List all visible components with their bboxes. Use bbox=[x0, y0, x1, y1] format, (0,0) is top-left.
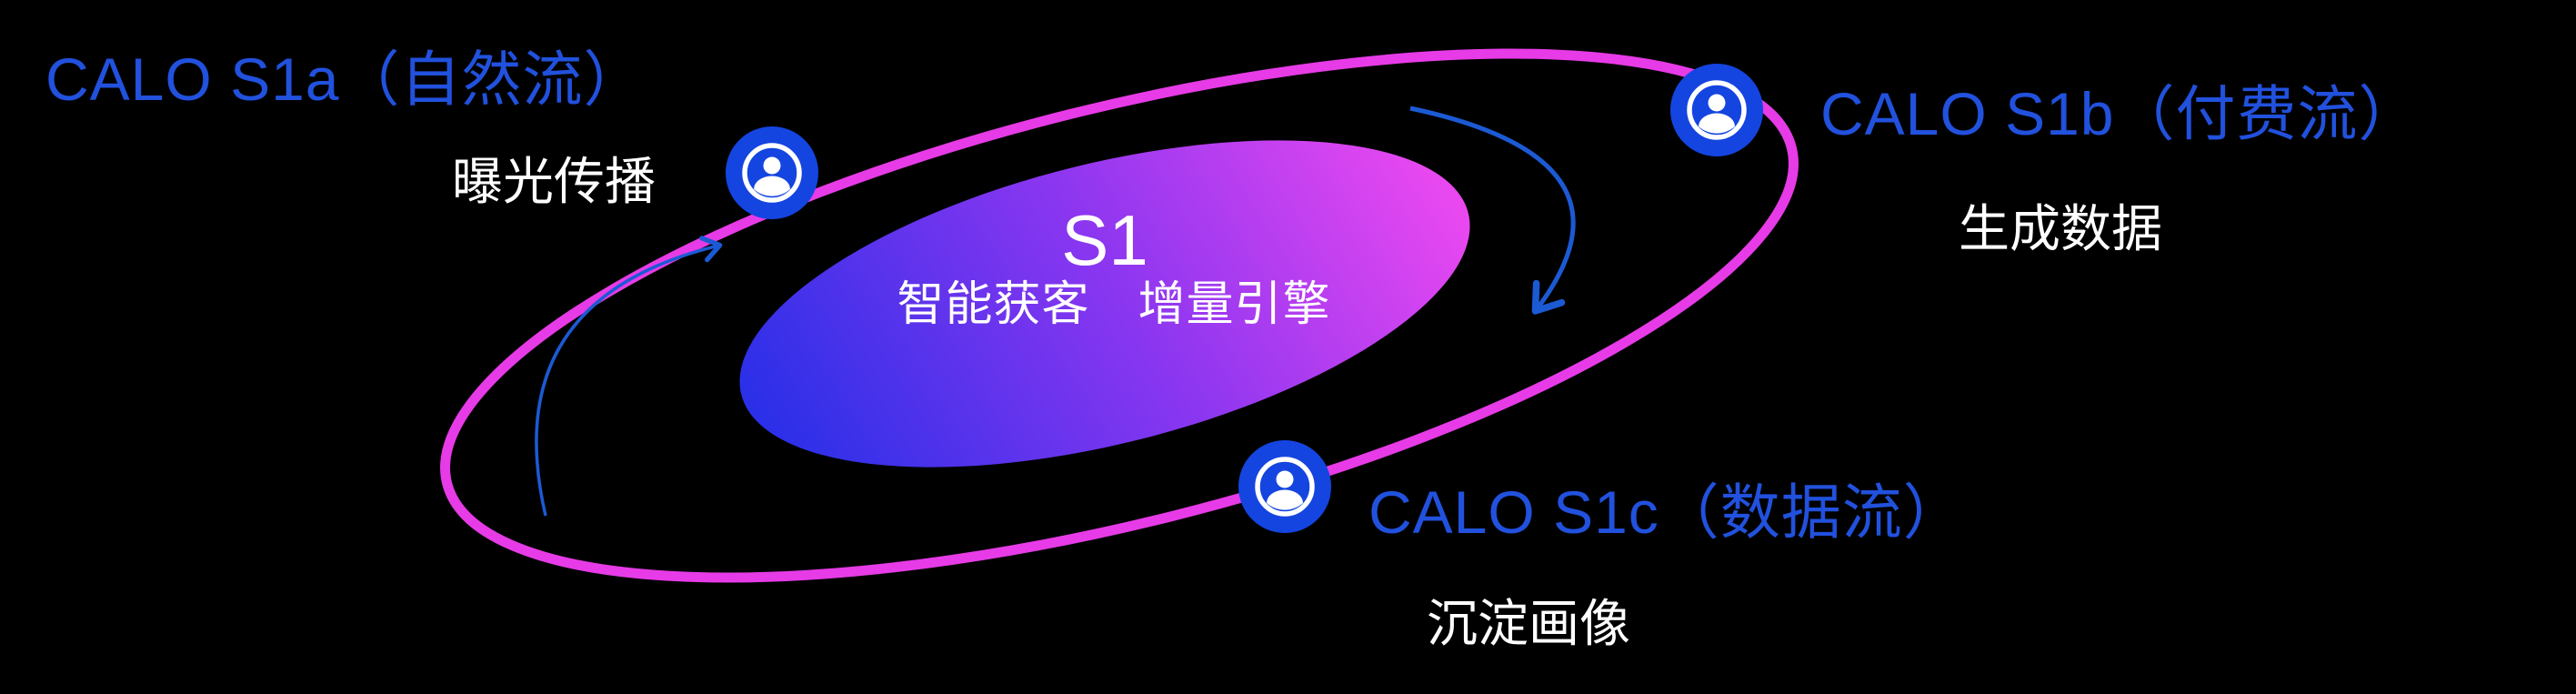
user-circle-icon bbox=[1255, 457, 1315, 517]
orbit-ring bbox=[440, 48, 1799, 583]
center-title: S1 bbox=[1061, 200, 1148, 280]
flow-arrow-left bbox=[535, 236, 723, 517]
node-s1a-subtitle: 曝光传播 bbox=[452, 153, 656, 210]
center-subtitle: 智能获客 增量引擎 bbox=[897, 278, 1331, 331]
user-circle-icon bbox=[1687, 80, 1747, 140]
node-s1b-title: CALO S1b（付费流） bbox=[1820, 80, 2420, 147]
flow-arrow-top-right bbox=[1409, 106, 1576, 315]
node-s1c-subtitle: 沉淀画像 bbox=[1427, 595, 1630, 652]
node-s1b-subtitle: 生成数据 bbox=[1959, 200, 2162, 257]
node-s1c-title: CALO S1c（数据流） bbox=[1368, 478, 1964, 546]
user-circle-icon bbox=[742, 143, 802, 203]
node-s1a bbox=[726, 126, 818, 219]
node-s1c bbox=[1238, 440, 1331, 533]
node-s1b bbox=[1670, 64, 1763, 156]
node-s1a-title: CALO S1a（自然流） bbox=[45, 45, 645, 113]
